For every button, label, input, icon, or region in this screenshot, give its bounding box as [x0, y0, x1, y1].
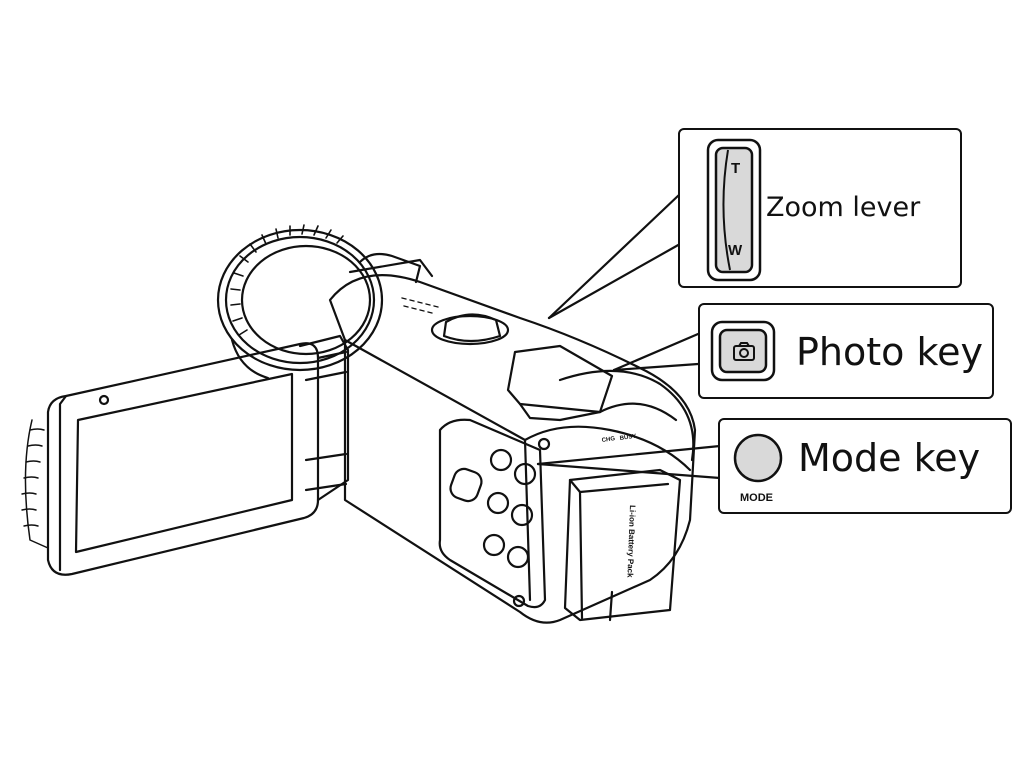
- svg-text:CHG: CHG: [601, 436, 615, 444]
- camera-icon: [733, 342, 755, 361]
- photo-key-label: Photo key: [796, 330, 983, 374]
- battery-pack: [563, 468, 682, 622]
- lens-barrel: [216, 224, 384, 380]
- svg-text:Li-ion Battery Pack: Li-ion Battery Pack: [625, 505, 637, 578]
- callout-leader-lines: [536, 192, 722, 480]
- zoom-lever-label: Zoom lever: [766, 192, 921, 223]
- camera-body: [328, 252, 697, 624]
- zoom-wide-letter: W: [728, 242, 743, 259]
- zoom-tele-letter: T: [731, 160, 741, 177]
- mode-key-label: Mode key: [798, 436, 981, 480]
- mode-key-caption: MODE: [740, 492, 773, 504]
- svg-text:BUSY: BUSY: [619, 434, 636, 442]
- panel-markings: CHG BUSY Li-ion Battery Pack: [601, 434, 637, 578]
- control-panel: [438, 418, 551, 609]
- lcd-screen: [21, 334, 350, 576]
